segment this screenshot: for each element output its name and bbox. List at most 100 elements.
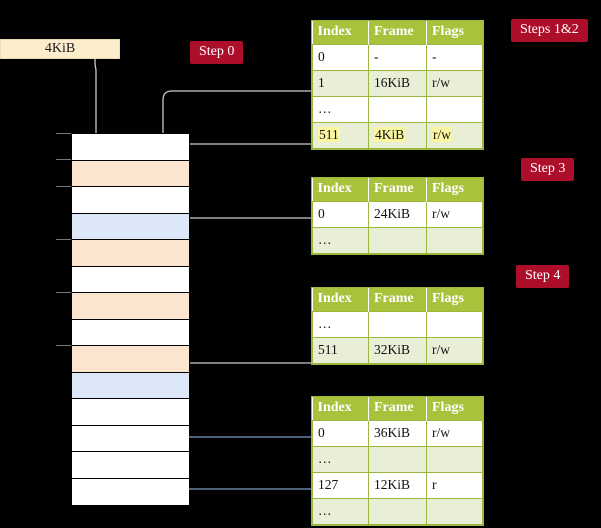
column-header-flags: Flags <box>426 21 483 45</box>
memory-tick <box>56 186 72 187</box>
table-cell <box>368 311 427 338</box>
column-header-frame: Frame <box>368 397 427 421</box>
table-cell: r/w <box>426 201 483 228</box>
column-header-index: Index <box>312 178 369 202</box>
table-cell: 36KiB <box>368 420 427 447</box>
table-cell <box>426 96 483 123</box>
connector-l2-entry-to-frame <box>179 296 311 364</box>
table-row: 511 4KiB r/w <box>312 122 483 149</box>
column-header-frame: Frame <box>368 21 427 45</box>
table-cell: r/w <box>426 70 483 97</box>
badge-steps-1-2: Steps 1&2 <box>511 19 588 42</box>
table-cell <box>426 446 483 473</box>
table-cell: r/w <box>426 122 483 149</box>
memory-frame-row <box>72 134 189 161</box>
column-header-flags: Flags <box>426 178 483 202</box>
table-cell: 0 <box>312 420 369 447</box>
table-cell: … <box>312 498 369 525</box>
column-header-frame: Frame <box>368 178 427 202</box>
memory-frame-row <box>72 213 189 240</box>
table-cell: 0 <box>312 201 369 228</box>
memory-frame-row <box>72 266 189 293</box>
table-cell <box>368 96 427 123</box>
column-header-index: Index <box>312 397 369 421</box>
table-row: … <box>312 227 483 254</box>
column-header-flags: Flags <box>426 288 483 312</box>
column-header-flags: Flags <box>426 397 483 421</box>
table-cell: … <box>312 446 369 473</box>
memory-tick <box>56 345 72 346</box>
table-cell: 16KiB <box>368 70 427 97</box>
memory-frame-row <box>72 399 189 426</box>
table-cell: r <box>426 472 483 499</box>
table-cell: 12KiB <box>368 472 427 499</box>
memory-frame-row <box>72 160 189 187</box>
memory-frame-row <box>72 372 189 399</box>
highlighted-value: 4KiB <box>374 127 406 142</box>
memory-frame-row <box>72 187 189 214</box>
table-cell: r/w <box>426 337 483 364</box>
badge-step-0: Step 0 <box>190 41 244 64</box>
table-cell: - <box>426 44 483 71</box>
table-cell: 4KiB <box>368 122 427 149</box>
connector-l3-entry-to-frame <box>177 217 311 282</box>
table-cell: 32KiB <box>368 337 427 364</box>
table-cell <box>368 498 427 525</box>
memory-tick <box>56 159 72 160</box>
memory-frame-row <box>72 425 189 452</box>
memory-frame-row <box>72 240 189 267</box>
memory-tick <box>56 239 72 240</box>
ellipsis: … <box>318 101 333 116</box>
table-cell <box>426 311 483 338</box>
table-cell: … <box>312 96 369 123</box>
memory-frame-row <box>72 452 189 479</box>
table-cell: … <box>312 311 369 338</box>
table-row: … <box>312 96 483 123</box>
table-cell: 1 <box>312 70 369 97</box>
table-row: … <box>312 446 483 473</box>
table-cell <box>368 227 427 254</box>
page-size-label: 4KiB <box>0 39 120 59</box>
table-cell: … <box>312 227 369 254</box>
table-cell <box>426 227 483 254</box>
table-cell: - <box>368 44 427 71</box>
memory-frame-row <box>72 293 189 320</box>
table-cell: r/w <box>426 420 483 447</box>
ellipsis: … <box>318 316 333 331</box>
highlighted-value: r/w <box>432 127 452 142</box>
page-size-text: 4KiB <box>44 41 76 56</box>
badge-step-3: Step 3 <box>521 158 575 181</box>
badge-step-4: Step 4 <box>516 265 570 288</box>
ellipsis: … <box>318 503 333 518</box>
table-cell: 511 <box>312 122 369 149</box>
memory-frame-row <box>72 319 189 346</box>
memory-frame-row <box>72 346 189 373</box>
column-header-index: Index <box>312 21 369 45</box>
memory-tick <box>56 133 72 134</box>
table-row: 0-- <box>312 44 483 71</box>
table-cell <box>426 498 483 525</box>
ellipsis: … <box>318 451 333 466</box>
table-cell: 24KiB <box>368 201 427 228</box>
column-header-index: Index <box>312 288 369 312</box>
table-cell: 511 <box>312 337 369 364</box>
ellipsis: … <box>318 232 333 247</box>
table-row: … <box>312 498 483 525</box>
memory-frame-row <box>72 478 189 505</box>
physical-memory-column <box>71 133 190 505</box>
table-cell: 127 <box>312 472 369 499</box>
table-row: … <box>312 311 483 338</box>
memory-tick <box>56 292 72 293</box>
table-cell: 0 <box>312 44 369 71</box>
table-cell <box>368 446 427 473</box>
highlighted-value: 511 <box>318 127 340 142</box>
